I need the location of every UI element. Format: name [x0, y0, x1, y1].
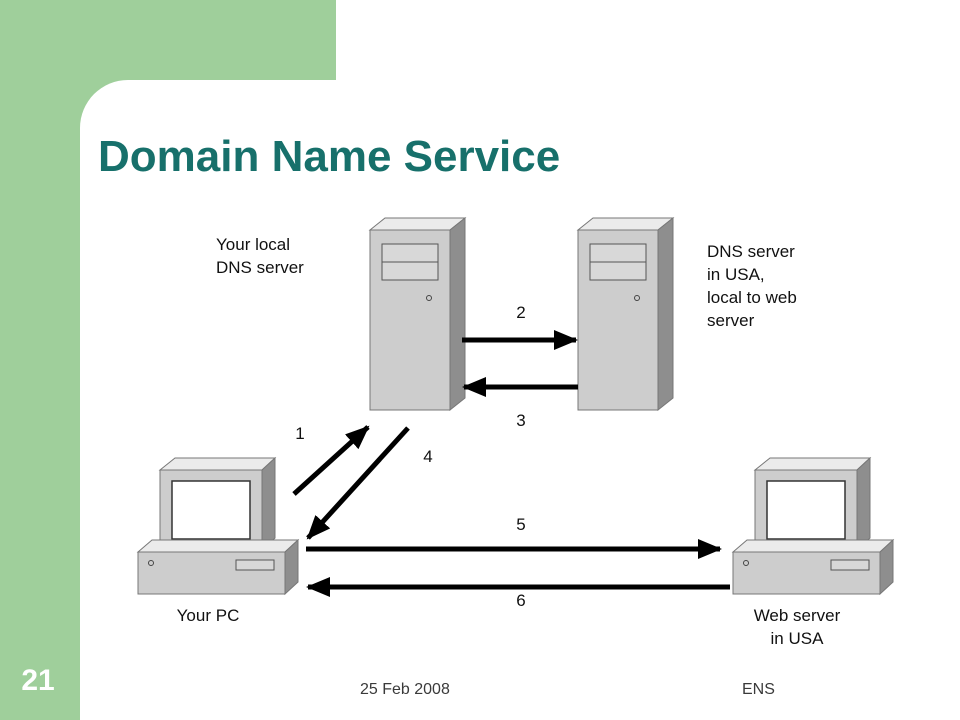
arrow-step-4 [306, 426, 410, 540]
usa-dns-label-line2: in USA, [707, 265, 765, 284]
step-label-4: 4 [423, 447, 432, 466]
web-server-label-line2: in USA [771, 629, 825, 648]
sidebar-band [0, 0, 80, 720]
usa-dns-server-icon [576, 216, 675, 412]
footer-date: 25 Feb 2008 [360, 681, 450, 698]
usa-dns-label-line3: local to web [707, 288, 797, 307]
web-server-label-line1: Web server [754, 606, 841, 625]
step-label-1: 1 [295, 424, 304, 443]
step-label-6: 6 [516, 591, 525, 610]
step-label-3: 3 [516, 411, 525, 430]
step-label-2: 2 [516, 303, 525, 322]
usa-dns-label-line4: server [707, 311, 755, 330]
arrow-step-1 [292, 425, 370, 496]
usa-dns-label-line1: DNS server [707, 242, 795, 261]
slide-number: 21 [21, 664, 55, 697]
your-pc-icon [136, 456, 300, 596]
footer-label: ENS [742, 681, 775, 698]
web-server-icon [731, 456, 895, 596]
slide-title: Domain Name Service [98, 132, 561, 181]
local-dns-label-line1: Your local [216, 235, 290, 254]
content-area [80, 80, 960, 720]
local-dns-label-line2: DNS server [216, 258, 304, 277]
local-dns-server-icon [368, 216, 467, 412]
your-pc-label: Your PC [177, 606, 240, 625]
step-label-5: 5 [516, 515, 525, 534]
